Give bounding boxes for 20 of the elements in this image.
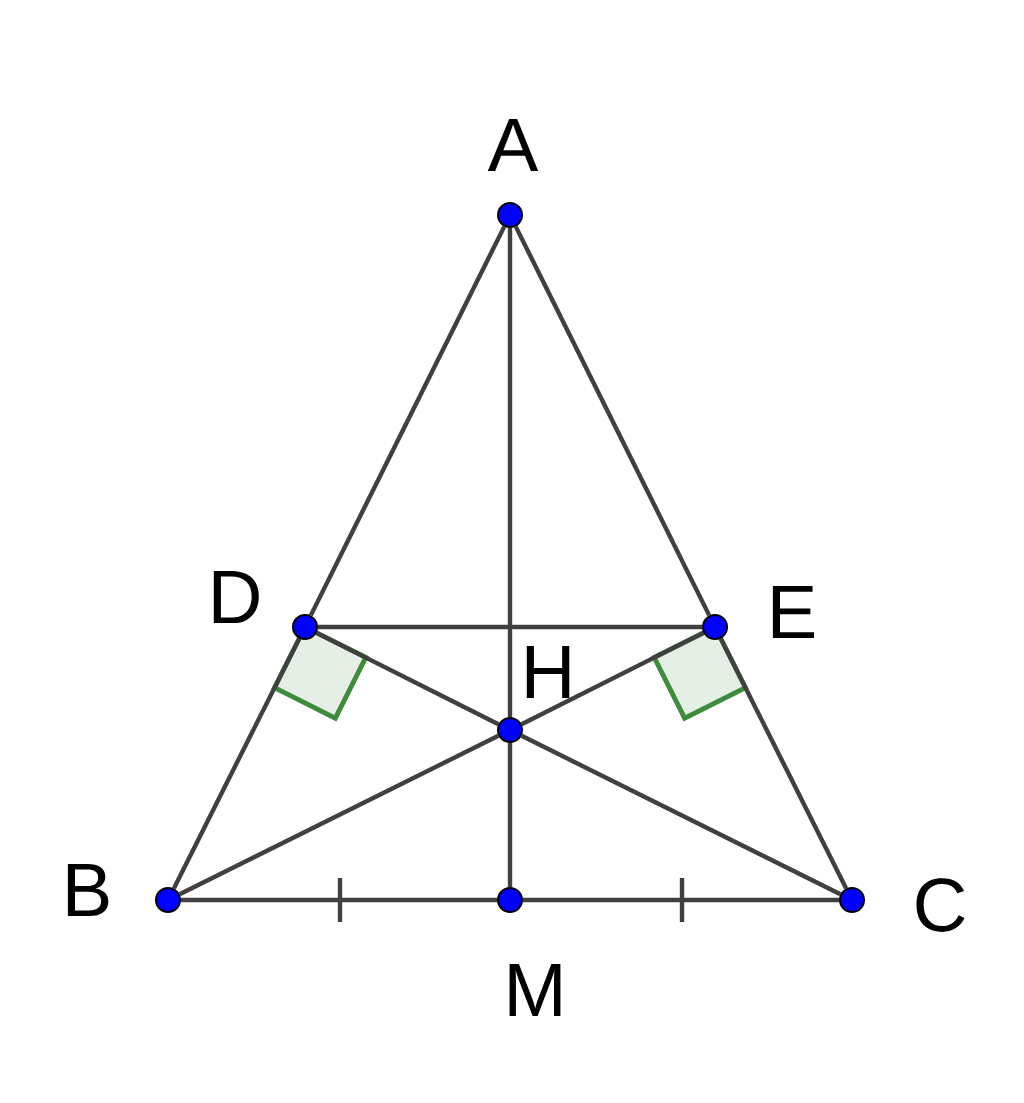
line-segment xyxy=(718,637,849,890)
line-segment xyxy=(513,225,712,617)
line-segment xyxy=(308,225,507,617)
point-label: D xyxy=(213,570,259,624)
point-label: M xyxy=(509,963,561,1017)
line-segment xyxy=(315,630,500,727)
line-segment xyxy=(171,637,302,890)
line-segment xyxy=(318,624,702,630)
point-label: E xyxy=(772,585,815,639)
line-segment xyxy=(181,897,497,903)
line-segment xyxy=(507,228,513,717)
point-label: A xyxy=(487,118,539,172)
line-segment xyxy=(523,897,839,903)
point-label: H xyxy=(526,645,570,699)
line-segment xyxy=(520,733,842,897)
line-segment xyxy=(178,733,500,897)
line-segment xyxy=(507,743,513,887)
point-label: B xyxy=(67,863,109,917)
line-segment xyxy=(520,630,705,727)
point-label: C xyxy=(916,878,965,932)
